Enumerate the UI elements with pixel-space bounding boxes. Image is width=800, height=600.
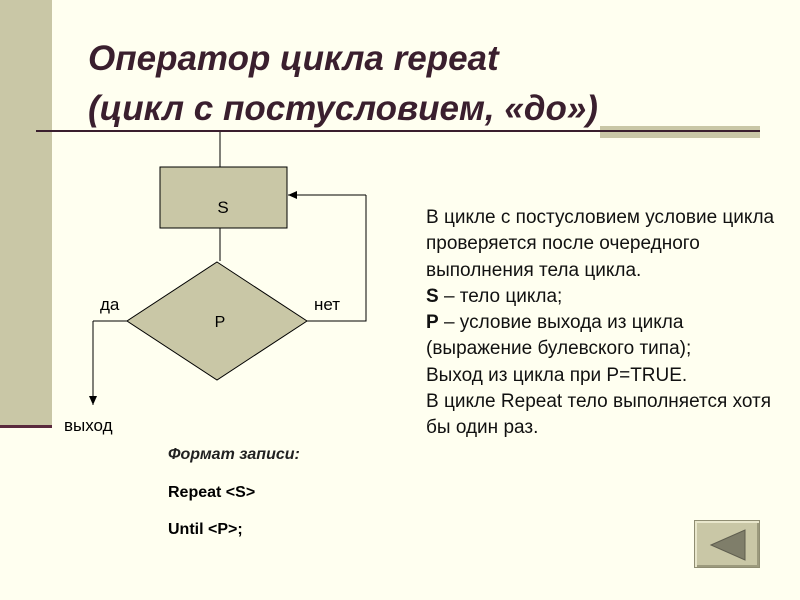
left-decor-band [0, 0, 52, 428]
desc-intro: В цикле с постусловием условие цикла про… [426, 207, 775, 281]
body-block-label: S [217, 198, 228, 217]
desc-s-line: S – тело цикла; [426, 284, 786, 310]
description-text: В цикле с постусловием условие цикла про… [426, 205, 786, 442]
desc-s-key: S [426, 285, 439, 307]
format-heading: Формат записи: [168, 446, 300, 463]
desc-exit-line: Выход из цикла при P=TRUE. [426, 364, 688, 386]
desc-repeat-line: В цикле Repeat тело выполняется хотя бы … [426, 391, 771, 439]
yes-label: да [100, 295, 120, 314]
desc-s-text: – тело цикла; [438, 285, 563, 307]
code-line-repeat: Repeat <S> [168, 484, 256, 501]
title-rule [36, 130, 760, 132]
title-line-2: (цикл с постусловием, «до») [88, 89, 598, 128]
desc-p-text: – условие выхода из цикла (выражение бул… [426, 312, 692, 360]
back-arrow-icon [709, 529, 746, 561]
code-line-until: Until <P>; [168, 521, 243, 538]
slide-title: Оператор цикла repeat (цикл с постуслови… [88, 34, 598, 134]
desc-p-key: P [426, 312, 439, 334]
loop-back-line [307, 195, 367, 322]
left-decor-line [0, 425, 52, 428]
title-line-1: Оператор цикла repeat [88, 39, 499, 78]
title-rule-accent [600, 126, 760, 138]
no-label: нет [314, 295, 340, 314]
condition-diamond [126, 261, 308, 381]
condition-label: P [215, 314, 226, 331]
body-block [159, 166, 288, 229]
back-button[interactable] [694, 520, 760, 568]
exit-label: выход [64, 416, 113, 435]
desc-p-line: P – условие выхода из цикла (выражение б… [426, 310, 786, 363]
